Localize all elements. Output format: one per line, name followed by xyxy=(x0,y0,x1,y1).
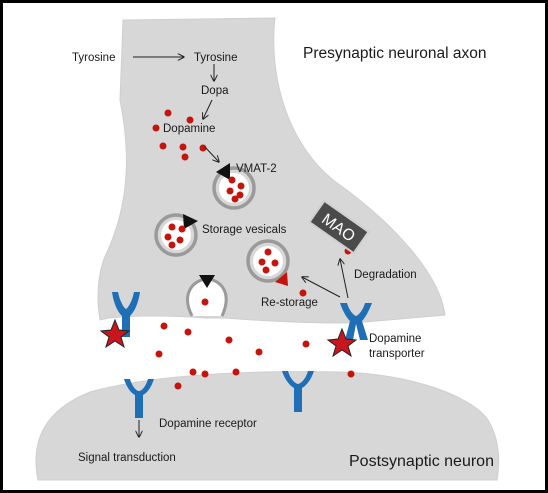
dopamine-dot xyxy=(201,370,209,378)
label-presynaptic: Presynaptic neuronal axon xyxy=(303,45,487,62)
dopamine-dot xyxy=(199,144,207,152)
dopamine-dot xyxy=(181,153,189,161)
dopamine-dot xyxy=(160,322,168,330)
dopamine-dot xyxy=(225,336,233,344)
arrow-restorage xyxy=(302,277,341,298)
storage-vesicle xyxy=(154,213,198,257)
dopamine-dot xyxy=(302,340,310,348)
cleft-dopamine-dots xyxy=(155,322,355,390)
restorage-vesicle xyxy=(246,239,290,286)
postsynaptic-neuron xyxy=(35,371,500,481)
label-dopamine-transporter-2: transporter xyxy=(369,348,425,360)
vmat-vesicle xyxy=(212,163,256,210)
dopamine-transporter xyxy=(340,303,372,340)
dopamine-dot xyxy=(232,368,240,376)
dopamine-dot xyxy=(347,370,355,378)
arrow-dopa-dopamine xyxy=(203,99,213,119)
dopamine-dot xyxy=(299,289,307,297)
dopamine-dot xyxy=(186,116,194,124)
label-tyrosine-inside: Tyrosine xyxy=(194,52,237,64)
dopamine-dot xyxy=(184,328,192,336)
dopamine-dot xyxy=(255,348,263,356)
dopamine-dot xyxy=(159,142,167,150)
dopamine-dot xyxy=(155,350,163,358)
label-dopamine: Dopamine xyxy=(163,123,215,135)
label-dopamine-transporter-1: Dopamine xyxy=(369,333,421,345)
dopamine-receptor xyxy=(124,379,154,418)
restorage-triangle xyxy=(275,272,288,286)
label-degradation: Degradation xyxy=(354,269,417,281)
dopamine-dot xyxy=(179,143,187,151)
label-tyrosine-outside: Tyrosine xyxy=(72,52,115,64)
vmat2-triangle xyxy=(216,163,230,180)
storage-triangle xyxy=(183,214,198,229)
fused-vesicle-vmat-triangle xyxy=(199,275,215,288)
label-signal-transduction: Signal transduction xyxy=(78,452,176,464)
dopamine-receptor xyxy=(282,371,314,412)
label-storage-vesicals: Storage vesicals xyxy=(202,224,287,236)
arrow-degradation xyxy=(340,259,349,299)
presynaptic-autoreceptor xyxy=(112,292,140,337)
label-postsynaptic: Postsynaptic neuron xyxy=(349,453,494,470)
label-dopa: Dopa xyxy=(201,85,229,97)
dopamine-dot xyxy=(174,382,182,390)
label-dopamine-receptor: Dopamine receptor xyxy=(159,418,257,430)
label-re-storage: Re-storage xyxy=(261,297,318,309)
dopamine-dot xyxy=(152,124,160,132)
arrow-dopamine-vmat xyxy=(204,146,219,162)
dopamine-dot xyxy=(201,298,209,306)
label-vmat2: VMAT-2 xyxy=(236,163,277,175)
dopamine-dot xyxy=(189,368,197,376)
star-marker xyxy=(326,327,358,358)
dopamine-dot xyxy=(164,109,172,117)
star-marker xyxy=(99,318,131,349)
